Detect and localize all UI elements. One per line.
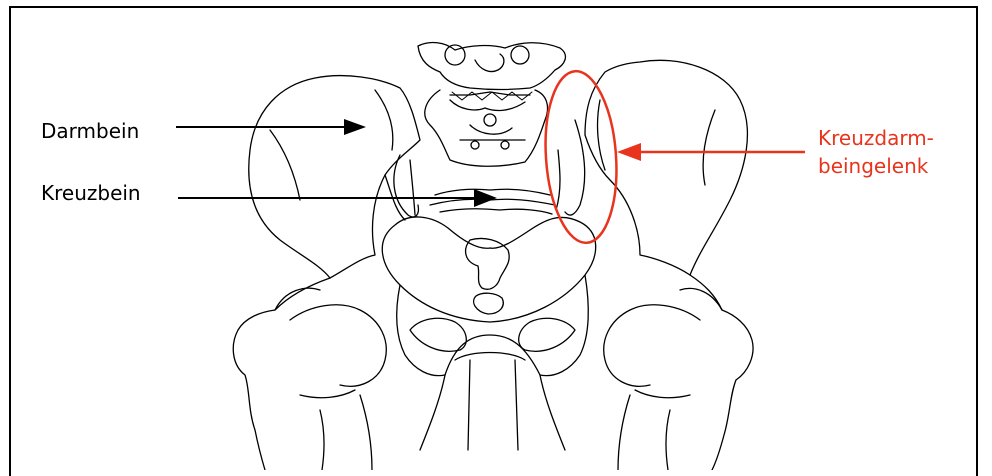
kreuzdarmbeingelenk-arrow: [617, 143, 805, 161]
label-darmbein: Darmbein: [41, 118, 139, 144]
label-joint-line1: Kreuzdarm-: [818, 124, 966, 152]
right-femur: [690, 275, 753, 470]
right-iliac-wing: [585, 60, 747, 275]
darmbein-arrow: [176, 119, 366, 135]
lumbar-vertebra: [418, 43, 565, 90]
left-femur: [233, 278, 330, 470]
label-kreuzdarmbeingelenk: Kreuzdarm- beingelenk: [818, 124, 966, 180]
obturator-right: [519, 318, 575, 351]
label-joint-line2: beingelenk: [818, 152, 966, 180]
pelvic-brim: [382, 217, 595, 322]
sacrum: [425, 90, 548, 166]
obturator-left: [410, 318, 466, 351]
label-kreuzbein: Kreuzbein: [41, 180, 141, 206]
